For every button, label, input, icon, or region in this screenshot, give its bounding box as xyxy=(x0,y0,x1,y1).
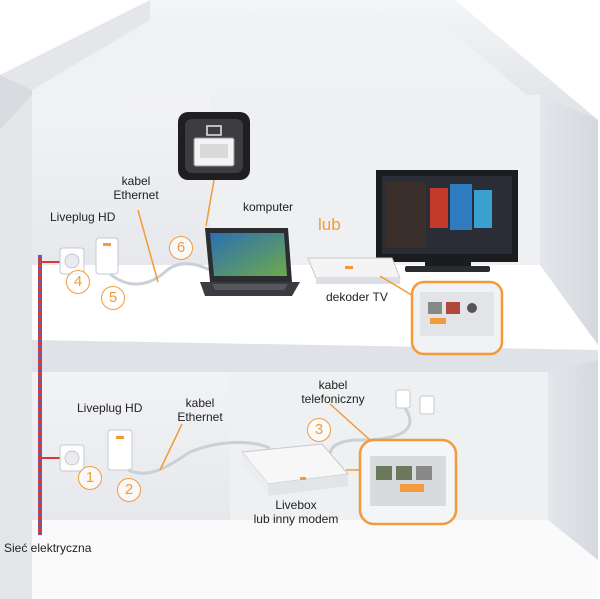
step-3: 3 xyxy=(307,418,331,442)
label-line: kabel xyxy=(318,378,348,392)
label-siec-elektryczna: Sieć elektryczna xyxy=(4,541,92,555)
label-kabel-telefoniczny: kabel telefoniczny xyxy=(294,378,372,406)
liveplug-top xyxy=(59,237,119,275)
label-line: kabel xyxy=(185,396,215,410)
label-kabel-ethernet-bottom: kabel Ethernet xyxy=(172,396,228,424)
kabel-pointer-top xyxy=(137,209,159,283)
phone-cable xyxy=(328,407,412,456)
ethernet-port-zoom xyxy=(178,112,250,180)
power-line xyxy=(38,255,62,535)
label-kabel-ethernet-top: kabel Ethernet xyxy=(108,174,164,202)
label-line: Ethernet xyxy=(177,410,223,424)
ethernet-cable-bottom xyxy=(127,440,271,475)
livebox xyxy=(241,443,349,496)
label-line: kabel xyxy=(121,174,151,188)
label-line: Livebox xyxy=(275,498,317,512)
label-line: lub inny modem xyxy=(253,512,339,526)
label-lub: lub xyxy=(318,215,341,234)
kabel-tel-pointer xyxy=(329,403,371,441)
zoom-pointer-laptop xyxy=(205,179,215,227)
label-komputer: komputer xyxy=(243,200,294,214)
laptop xyxy=(200,228,300,296)
label-line: telefoniczny xyxy=(301,392,365,406)
label-liveplug-top: Liveplug HD xyxy=(50,210,116,224)
step-6: 6 xyxy=(169,236,193,260)
label-dekoder: dekoder TV xyxy=(326,290,388,304)
stb-back-zoom xyxy=(410,280,504,356)
label-line: Ethernet xyxy=(113,188,159,202)
ethernet-cable-top xyxy=(109,262,211,286)
label-livebox: Livebox lub inny modem xyxy=(246,498,346,526)
kabel-pointer-bottom xyxy=(159,423,183,471)
liveplug-bottom xyxy=(59,429,133,472)
tv xyxy=(376,170,518,272)
step-4: 4 xyxy=(66,270,90,294)
step-2: 2 xyxy=(117,478,141,502)
livebox-back-zoom xyxy=(358,438,458,526)
step-1: 1 xyxy=(78,466,102,490)
label-liveplug-bottom: Liveplug HD xyxy=(77,401,143,415)
set-top-box xyxy=(307,257,401,284)
phone-sockets xyxy=(395,389,435,415)
step-5: 5 xyxy=(101,286,125,310)
